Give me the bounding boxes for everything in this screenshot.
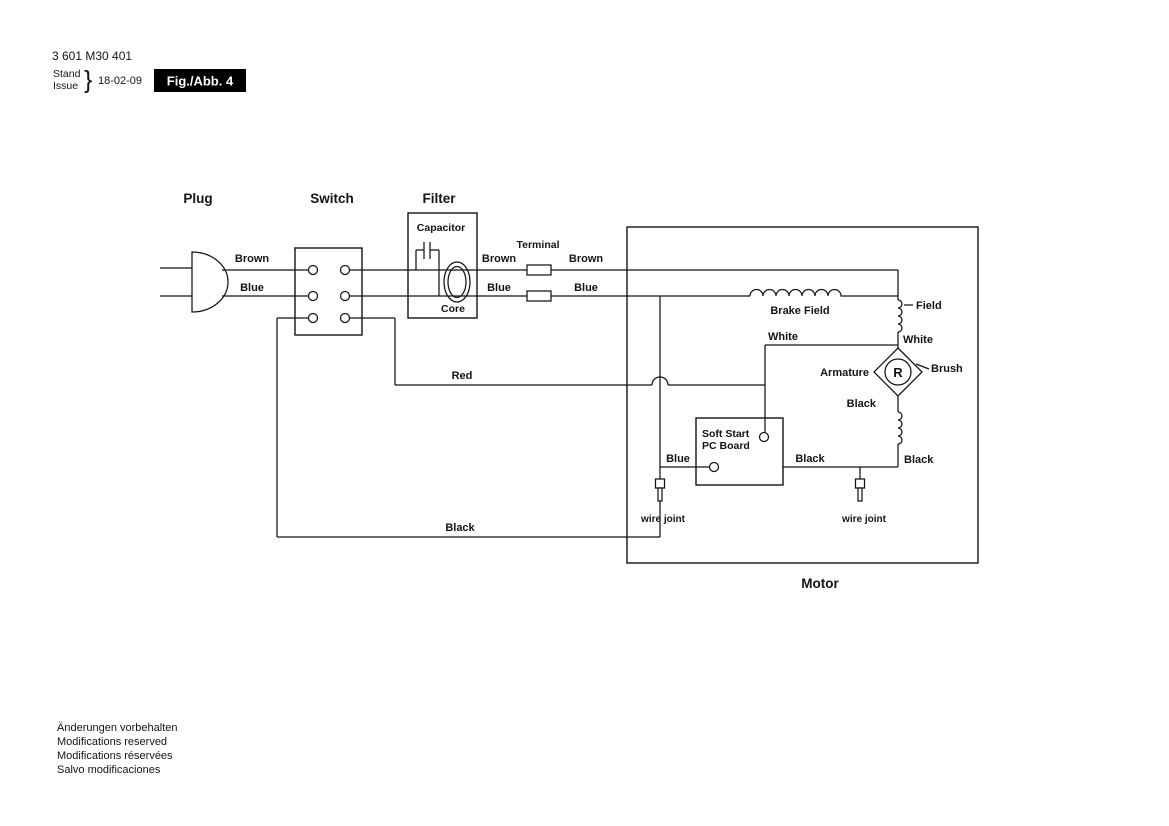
brake-field-label: Brake Field (770, 305, 829, 317)
switch-box (294, 247, 363, 336)
wire-joint-left-body (654, 478, 666, 489)
issue-date: 18-02-09 (98, 75, 142, 87)
lower-field-coil (897, 411, 903, 445)
board-terminal-left (708, 461, 720, 473)
label-red: Red (452, 370, 473, 382)
wire-joint-left-label: wire joint (640, 514, 686, 525)
wire-joint-right-label: wire joint (841, 514, 887, 525)
switch-contact (339, 290, 351, 302)
brake-field-coil (749, 288, 898, 297)
part-number: 3 601 M30 401 (52, 49, 132, 63)
brush-label: Brush (931, 363, 963, 375)
wire-joint-right-body (854, 478, 866, 489)
field-coil (897, 299, 903, 333)
label-blue-filter: Blue (487, 282, 511, 294)
core-ring-inner (447, 265, 467, 299)
label-blue-motor: Blue (574, 282, 598, 294)
label-brown-motor: Brown (569, 253, 604, 265)
switch-contact (339, 264, 351, 276)
stand-label: Stand (53, 68, 81, 80)
board-label-line2: PC Board (702, 440, 750, 452)
footer-line-es: Salvo modificaciones (57, 764, 161, 776)
section-title-motor: Motor (801, 576, 839, 591)
label-brown-filter: Brown (482, 253, 517, 265)
soft-start-board (695, 417, 784, 486)
capacitor-label: Capacitor (417, 222, 465, 234)
label-blue-plug: Blue (240, 282, 264, 294)
footer-line-fr: Modifications réservées (57, 750, 173, 762)
terminal-block-top (526, 264, 552, 276)
terminal-block-bottom (526, 290, 552, 302)
switch-contact (307, 312, 319, 324)
label-white-field: White (903, 334, 933, 346)
label-black-field: Black (904, 454, 934, 466)
brace-glyph: } (84, 66, 92, 94)
switch-contact (339, 312, 351, 324)
armature-label: Armature (820, 367, 869, 379)
brush-pointer-line (915, 363, 930, 370)
label-black-armature: Black (847, 398, 877, 410)
label-brown-plug: Brown (235, 253, 270, 265)
figure-badge-box (154, 69, 246, 92)
footer-line-de: Änderungen vorbehalten (57, 722, 177, 734)
motor-box (626, 226, 979, 564)
core-label: Core (441, 303, 465, 315)
filter-box (407, 212, 478, 319)
label-black-return: Black (445, 522, 475, 534)
footer-line-en: Modifications reserved (57, 736, 167, 748)
board-label-line1: Soft Start (702, 428, 750, 440)
terminal-label: Terminal (517, 239, 560, 251)
wire-joint-left-pin (657, 487, 663, 502)
switch-contact (307, 264, 319, 276)
switch-contact (307, 290, 319, 302)
figure-badge-label: Fig./Abb. 4 (167, 74, 234, 89)
field-label: Field (916, 300, 942, 312)
section-title-filter: Filter (422, 191, 456, 206)
issue-label: Issue (53, 80, 78, 92)
label-white-board: White (768, 331, 798, 343)
armature-letter: R (893, 365, 903, 380)
board-terminal-top (758, 431, 770, 443)
plug-body (191, 251, 229, 313)
wire-joint-right-pin (857, 487, 863, 502)
label-blue-board: Blue (666, 453, 690, 465)
label-black-board: Black (795, 453, 825, 465)
armature-circle (884, 358, 912, 386)
section-title-switch: Switch (310, 191, 354, 206)
core-ring-outer (443, 261, 471, 303)
section-title-plug: Plug (183, 191, 212, 206)
